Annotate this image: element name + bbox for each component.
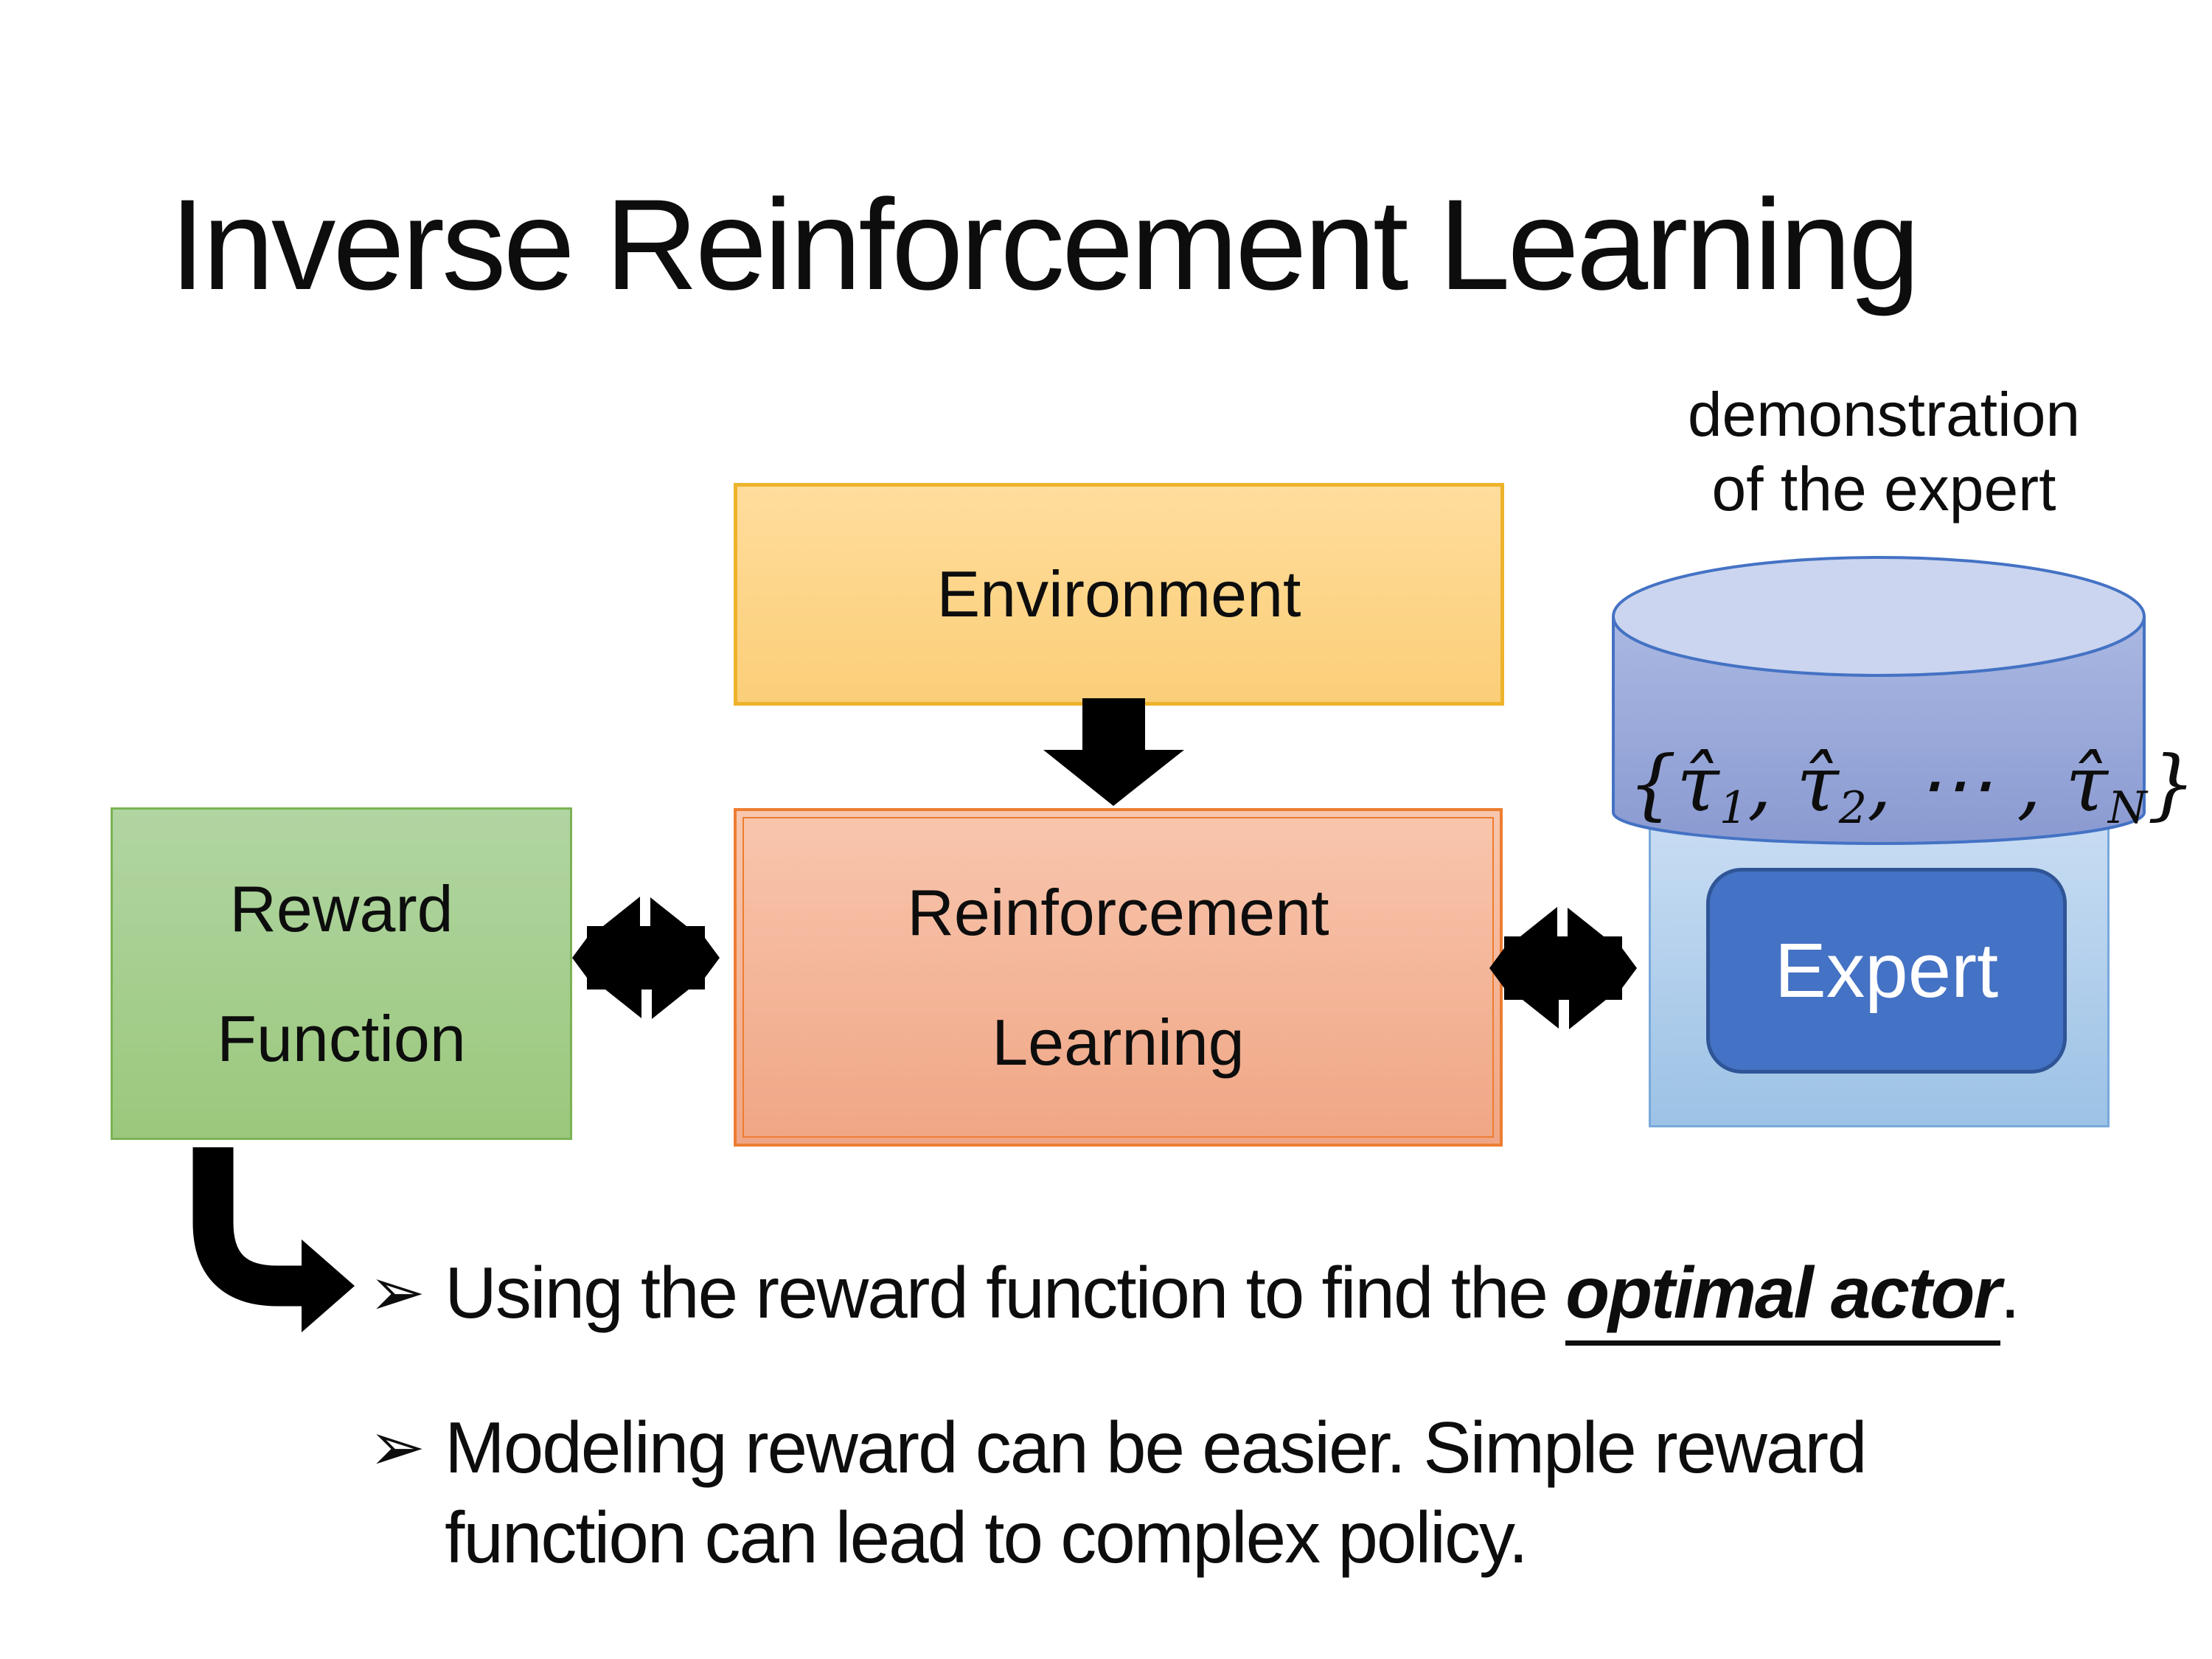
page-title: Inverse Reinforcement Learning <box>170 173 1920 317</box>
caption-line-1: demonstration <box>1687 380 2081 449</box>
trajectory-set-formula: {τ̂1, τ̂2, ⋯ , τ̂N} <box>1628 728 2196 839</box>
bullet2-line-2: function can lead to complex policy. <box>445 1497 1528 1578</box>
bullet-item-1: ➢ Using the reward function to find the … <box>369 1248 2109 1346</box>
bullet-text-2: Modeling reward can be easier. Simple re… <box>445 1402 1867 1582</box>
elbow-arrow-icon <box>192 1147 355 1332</box>
bullet-item-2: ➢ Modeling reward can be easier. Simple … <box>369 1402 2109 1582</box>
bullet1-suffix: . <box>2000 1252 2020 1333</box>
reward-function-box: Reward Function <box>111 807 572 1140</box>
reward-label-line-1: Reward <box>229 872 453 945</box>
reward-label-line-2: Function <box>217 1001 466 1075</box>
reinforcement-learning-box: Reinforcement Learning <box>734 808 1503 1147</box>
rl-label-line-2: Learning <box>992 1005 1245 1079</box>
formula-part-3: , ⋯ , τ̂ <box>1867 739 2108 829</box>
arrow-bullet-icon: ➢ <box>369 1410 426 1485</box>
environment-label: Environment <box>936 557 1301 630</box>
expert-box: Expert <box>1706 868 2067 1074</box>
expert-demonstration-caption: demonstration of the expert <box>1615 378 2153 526</box>
optimal-actor-emphasis: optimal actor <box>1565 1252 2002 1346</box>
formula-sub-n: N <box>2107 782 2147 834</box>
arrow-bullet-icon: ➢ <box>369 1255 426 1330</box>
bullet-text-1: Using the reward function to find the op… <box>445 1248 2020 1346</box>
bullet1-prefix: Using the reward function to find the <box>445 1252 1566 1333</box>
bullet2-line-1: Modeling reward can be easier. Simple re… <box>445 1407 1867 1488</box>
formula-part-1: {τ̂ <box>1628 739 1719 829</box>
down-arrow-icon <box>1043 698 1184 806</box>
formula-sub-1: 1 <box>1719 782 1748 834</box>
formula-part-2: , τ̂ <box>1747 739 1839 829</box>
rl-label-line-1: Reinforcement <box>907 875 1329 949</box>
caption-line-2: of the expert <box>1711 454 2056 524</box>
expert-label: Expert <box>1774 927 1999 1014</box>
formula-part-4: } <box>2146 739 2196 829</box>
exchange-arrow-left-icon <box>572 897 720 1019</box>
formula-sub-2: 2 <box>1838 782 1868 834</box>
demonstration-cylinder <box>1612 556 2146 845</box>
cylinder-top-cap <box>1612 556 2146 677</box>
bullet-list: ➢ Using the reward function to find the … <box>369 1248 2109 1582</box>
exchange-arrow-right-icon <box>1489 907 1637 1029</box>
